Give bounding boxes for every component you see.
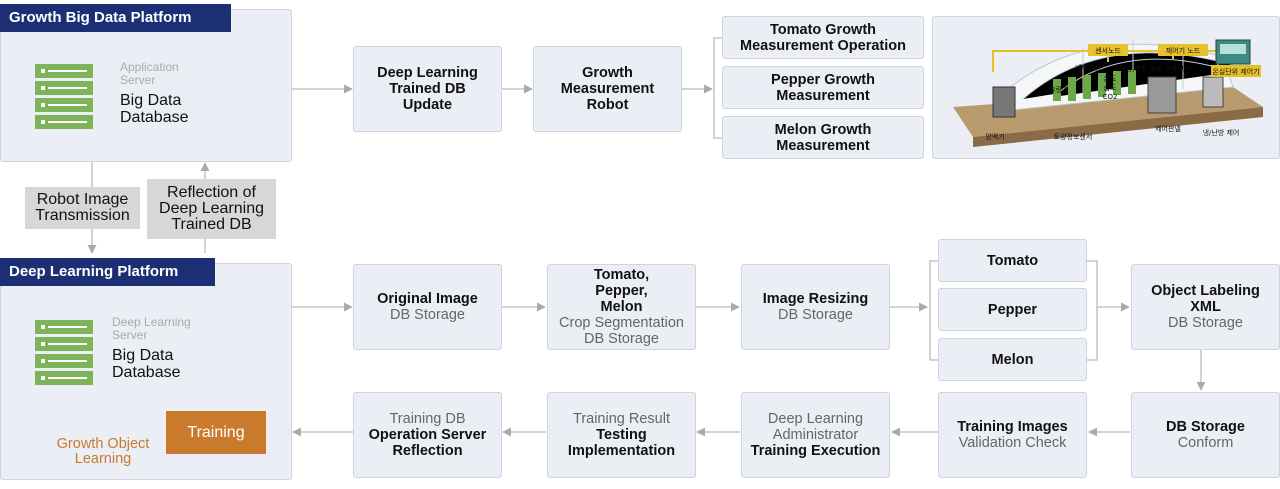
melon-growth-text: Melon Growth Measurement [774, 121, 872, 154]
temp-label: 온도 [1104, 75, 1117, 83]
hvac-label: 냉/난방 제어 [1203, 128, 1240, 137]
reflection-label: Reflection of Deep Learning Trained DB [147, 179, 276, 239]
resize-title: Image Resizing [762, 291, 869, 307]
image-resizing-storage: Image Resizing DB Storage [741, 264, 890, 350]
growth-platform-panel: Application Server Big Data Database [0, 9, 292, 162]
growth-object-learning-label: Growth Object Learning [56, 436, 150, 467]
application-server-label: Application Server [120, 60, 179, 87]
resize-sub: DB Storage [778, 307, 853, 323]
crop-title: Tomato, Pepper, Melon [593, 267, 650, 315]
dbstorage-sub: Conform [1177, 435, 1234, 451]
dl-server-label: Deep Learning Server [112, 315, 191, 342]
greenhouse-image: 센서노드 제어기 노드 온실단위 제어기 내부기상 온도 습도 CO2 천창,측… [953, 39, 1263, 147]
dl-platform-title: Deep Learning Platform [0, 258, 215, 286]
nutrient-label: 양액기 [985, 132, 1004, 141]
dl-platform-panel: Deep Learning Server Big Data Database T… [0, 263, 292, 480]
controller-node-label: 제어기 노드 [1166, 46, 1201, 55]
test-title: Testing Implementation [567, 427, 676, 459]
testing-implementation: Training Result Testing Implementation [547, 392, 696, 478]
dl-trained-db-update: Deep Learning Trained DB Update [353, 46, 502, 132]
crop-pepper: Pepper [938, 288, 1087, 331]
original-sub: DB Storage [390, 307, 465, 323]
crop-sub: Crop Segmentation DB Storage [559, 315, 684, 347]
labeling-sub: DB Storage [1168, 315, 1243, 331]
original-image-storage: Original Image DB Storage [353, 264, 502, 350]
refl-title: Operation Server Reflection [368, 427, 487, 459]
server-icon [35, 320, 93, 388]
flow-meter-label: 유량계 [1049, 85, 1068, 94]
soil-sensor-label: 토양정보센서 [1054, 132, 1093, 141]
valid-sub: Validation Check [958, 435, 1067, 451]
exec-pre: Deep Learning Administrator [767, 411, 864, 443]
pepper-growth-text: Pepper Growth Measurement [771, 71, 875, 104]
co2-label: CO2 [1103, 93, 1118, 101]
pepper-text: Pepper [987, 301, 1038, 318]
melon-text: Melon [991, 351, 1034, 368]
sensor-node-label: 센서노드 [1095, 46, 1121, 55]
operation-server-reflection: Training DB Operation Server Reflection [353, 392, 502, 478]
training-images-validation: Training Images Validation Check [938, 392, 1087, 478]
tomato-text: Tomato [986, 252, 1039, 269]
greenhouse-controller-label: 온실단위 제어기 [1212, 67, 1259, 76]
melon-growth: Melon Growth Measurement [722, 116, 924, 159]
object-labeling-xml: Object Labeling XML DB Storage [1131, 264, 1280, 350]
greenhouse-illustration: 센서노드 제어기 노드 온실단위 제어기 내부기상 온도 습도 CO2 천창,측… [932, 16, 1280, 159]
tomato-op-text: Tomato Growth Measurement Operation [740, 21, 906, 54]
crop-segmentation-storage: Tomato, Pepper, Melon Crop Segmentation … [547, 264, 696, 350]
robot-image-transmission-label: Robot Image Transmission [25, 187, 140, 229]
test-pre: Training Result [573, 411, 670, 427]
crop-tomato: Tomato [938, 239, 1087, 282]
training-execution: Deep Learning Administrator Training Exe… [741, 392, 890, 478]
humid-label: 습도 [1104, 83, 1117, 92]
growth-measurement-robot: Growth Measurement Robot [533, 46, 682, 132]
dbstorage-title: DB Storage [1166, 419, 1245, 435]
inner-weather-label: 내부기상 [1075, 63, 1101, 72]
big-data-database-label: Big Data Database [120, 92, 189, 126]
control-panel-label: 제어판넬 [1155, 124, 1181, 133]
pepper-growth: Pepper Growth Measurement [722, 66, 924, 109]
training-box: Training [166, 411, 266, 454]
motor-label: 천창,측창,보온 구동모터 [1119, 64, 1190, 73]
refl-pre: Training DB [389, 411, 466, 427]
big-data-database-label: Big Data Database [112, 347, 181, 381]
server-icon [35, 64, 93, 132]
original-title: Original Image [377, 291, 478, 307]
dl-update-text: Deep Learning Trained DB Update [377, 65, 478, 113]
robot-text: Growth Measurement Robot [560, 65, 655, 113]
valid-title: Training Images [957, 419, 1068, 435]
crop-melon: Melon [938, 338, 1087, 381]
db-storage-conform: DB Storage Conform [1131, 392, 1280, 478]
exec-title: Training Execution [750, 443, 881, 459]
labeling-title: Object Labeling XML [1151, 283, 1260, 315]
growth-platform-title: Growth Big Data Platform [0, 4, 231, 32]
tomato-growth-op: Tomato Growth Measurement Operation [722, 16, 924, 59]
